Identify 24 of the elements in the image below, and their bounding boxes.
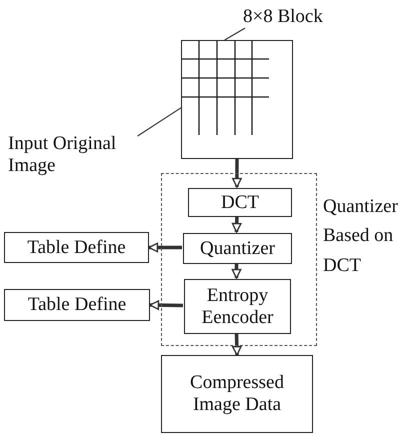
arrow bbox=[232, 263, 242, 279]
text-label: 8×8 Block bbox=[243, 6, 324, 28]
arrow bbox=[232, 159, 242, 188]
arrow bbox=[232, 332, 242, 356]
process-box bbox=[4, 289, 150, 321]
box-label: Entropy Eencoder bbox=[200, 284, 274, 328]
process-box bbox=[188, 188, 292, 217]
leader-line bbox=[224, 28, 246, 40]
arrow bbox=[149, 300, 184, 310]
arrow bbox=[232, 216, 242, 233]
leader-line bbox=[137, 107, 182, 136]
process-box bbox=[184, 279, 291, 334]
box-label: DCT bbox=[221, 192, 259, 214]
box-label: Quantizer bbox=[200, 238, 275, 260]
arrow bbox=[148, 242, 182, 252]
image-block bbox=[181, 40, 293, 159]
box-label: Compressed Image Data bbox=[189, 372, 285, 416]
process-box bbox=[4, 232, 149, 263]
box-label: Table Define bbox=[27, 236, 126, 258]
group-heading: Quantizer Based on DCT bbox=[323, 195, 399, 278]
text-label: Input Original Image bbox=[8, 133, 118, 177]
box-label: Table Define bbox=[28, 294, 126, 316]
process-box bbox=[161, 355, 313, 433]
process-box bbox=[183, 233, 292, 264]
